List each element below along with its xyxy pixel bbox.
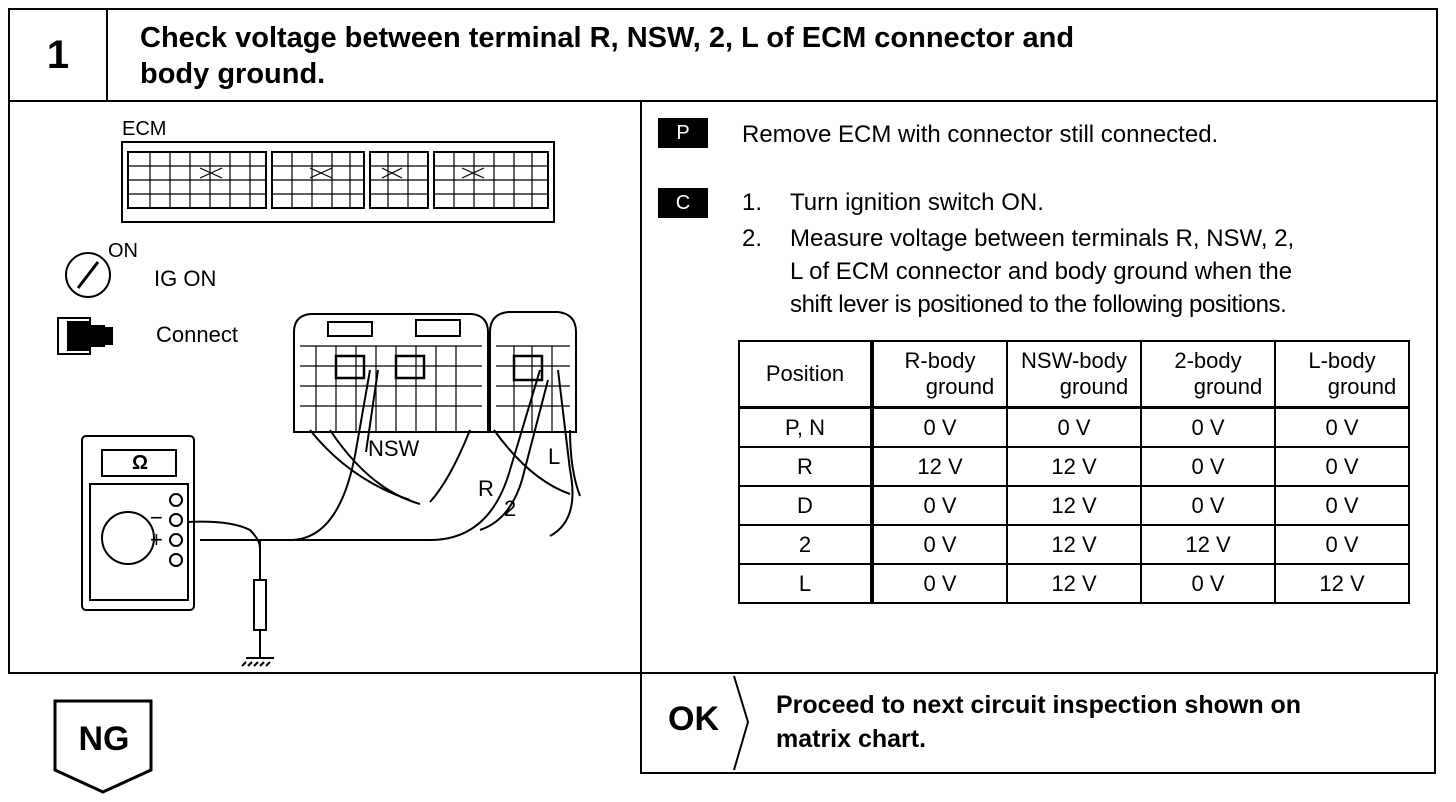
- table-cell: L: [738, 563, 874, 604]
- probe-wires: [187, 369, 581, 667]
- table-cell: 0 V: [1140, 485, 1276, 526]
- step1-text: Turn ignition switch ON.: [790, 189, 1044, 216]
- step2-text: Measure voltage between terminals R, NSW…: [790, 222, 1430, 321]
- p-instruction: Remove ECM with connector still connecte…: [742, 121, 1219, 148]
- step-title-line1: Check voltage between terminal R, NSW, 2…: [140, 22, 1075, 54]
- step-title-line2: body ground.: [140, 58, 326, 90]
- multimeter-icon: [81, 435, 195, 611]
- table-cell: 0 V: [871, 485, 1008, 526]
- table-cell: 0 V: [1274, 406, 1410, 448]
- table-cell: 12 V: [1006, 524, 1142, 565]
- table-cell: 0 V: [1274, 524, 1410, 565]
- ecm-label: ECM: [122, 118, 167, 140]
- step2-line2: L of ECM connector and body ground when …: [790, 258, 1293, 285]
- table-row: R 12 V 12 V 0 V 0 V: [738, 446, 1410, 487]
- table-cell: 0 V: [1274, 485, 1410, 526]
- table-cell: 0 V: [871, 524, 1008, 565]
- terminal-nsw-label: NSW: [368, 436, 420, 461]
- step2-line1: Measure voltage between terminals R, NSW…: [790, 225, 1295, 252]
- table-cell: 0 V: [1006, 406, 1142, 448]
- ig-on-label: IG ON: [154, 266, 217, 291]
- table-cell: P, N: [738, 406, 874, 448]
- step-header: 1 Check voltage between terminal R, NSW,…: [8, 8, 1438, 102]
- ng-label: NG: [78, 720, 130, 758]
- table-cell: 12 V: [1006, 563, 1142, 604]
- panel-divider: [640, 100, 642, 774]
- terminal-l-label: L: [548, 444, 561, 469]
- table-cell: 12 V: [1006, 446, 1142, 487]
- ohm-symbol: Ω: [132, 452, 149, 474]
- step1-number: 1.: [742, 189, 763, 216]
- table-cell: 0 V: [871, 563, 1008, 604]
- ok-label: OK: [668, 700, 719, 738]
- step-number: 1: [10, 10, 108, 100]
- table-cell: 12 V: [1274, 563, 1410, 604]
- ig-on-superscript: ON: [108, 240, 138, 262]
- table-header-cell: Position: [738, 340, 874, 409]
- table-cell: 0 V: [871, 406, 1008, 448]
- table-row: D 0 V 12 V 0 V 0 V: [738, 485, 1410, 526]
- connector-b-icon: [489, 311, 577, 433]
- terminal-2-label: 2: [504, 496, 517, 521]
- table-cell: 0 V: [1140, 406, 1276, 448]
- connect-label: Connect: [156, 322, 238, 347]
- ok-text-line1: Proceed to next circuit inspection shown…: [776, 691, 1302, 719]
- table-cell: 0 V: [1274, 446, 1410, 487]
- c-tag: C: [658, 188, 708, 218]
- connector-icon: [57, 317, 113, 355]
- table-row: P, N 0 V 0 V 0 V 0 V: [738, 406, 1410, 448]
- table-cell: 0 V: [1140, 563, 1276, 604]
- table-cell: R: [738, 446, 874, 487]
- step2-number: 2.: [742, 225, 763, 252]
- ok-text-line2: matrix chart.: [776, 725, 927, 753]
- ok-result-box: [640, 672, 1436, 774]
- main-panel: [8, 100, 1438, 674]
- terminal-r-label: R: [478, 476, 494, 501]
- step2-line3: shift lever is positioned to the followi…: [790, 291, 1287, 318]
- ok-chevron-icon: [733, 675, 750, 771]
- table-cell: D: [738, 485, 874, 526]
- ecm-connector-icon: [121, 141, 555, 223]
- ng-badge-icon: [53, 699, 153, 794]
- table-row: 2 0 V 12 V 12 V 0 V: [738, 524, 1410, 565]
- ok-text: Proceed to next circuit inspection shown…: [776, 688, 1396, 756]
- ignition-switch-icon: [65, 252, 111, 298]
- step-title: Check voltage between terminal R, NSW, 2…: [140, 20, 1340, 92]
- minus-terminal: −: [150, 505, 163, 530]
- table-cell: 12 V: [871, 446, 1008, 487]
- p-tag: P: [658, 118, 708, 148]
- wiring-diagram: [57, 141, 581, 667]
- table-cell: 2: [738, 524, 874, 565]
- table-row: L 0 V 12 V 0 V 12 V: [738, 563, 1410, 604]
- table-cell: 0 V: [1140, 446, 1276, 487]
- connector-a-icon: [293, 313, 489, 433]
- plus-terminal: +: [150, 527, 163, 552]
- table-cell: 12 V: [1140, 524, 1276, 565]
- table-cell: 12 V: [1006, 485, 1142, 526]
